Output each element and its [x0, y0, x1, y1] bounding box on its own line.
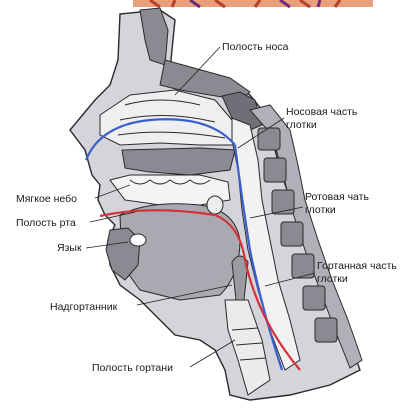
label-laryngopharynx: Гортанная часть [317, 260, 397, 272]
label-oral-cavity: Полость рта [16, 217, 76, 229]
label-tongue: Язык [57, 242, 82, 254]
label-nasopharynx-2: глотки [286, 119, 317, 131]
top-strip [133, 0, 373, 7]
label-laryngopharynx-2: глотки [317, 273, 348, 285]
label-nasal-cavity: Полость носа [222, 41, 289, 53]
label-soft-palate: Мягкое небо [16, 193, 77, 205]
label-epiglottis: Надгортанник [50, 301, 118, 313]
label-oropharynx-2: глотки [305, 204, 336, 216]
label-oropharynx: Ротовая чать [305, 191, 369, 203]
label-nasopharynx: Носовая часть [286, 106, 358, 118]
label-larynx-cavity: Полость гортани [92, 362, 173, 374]
